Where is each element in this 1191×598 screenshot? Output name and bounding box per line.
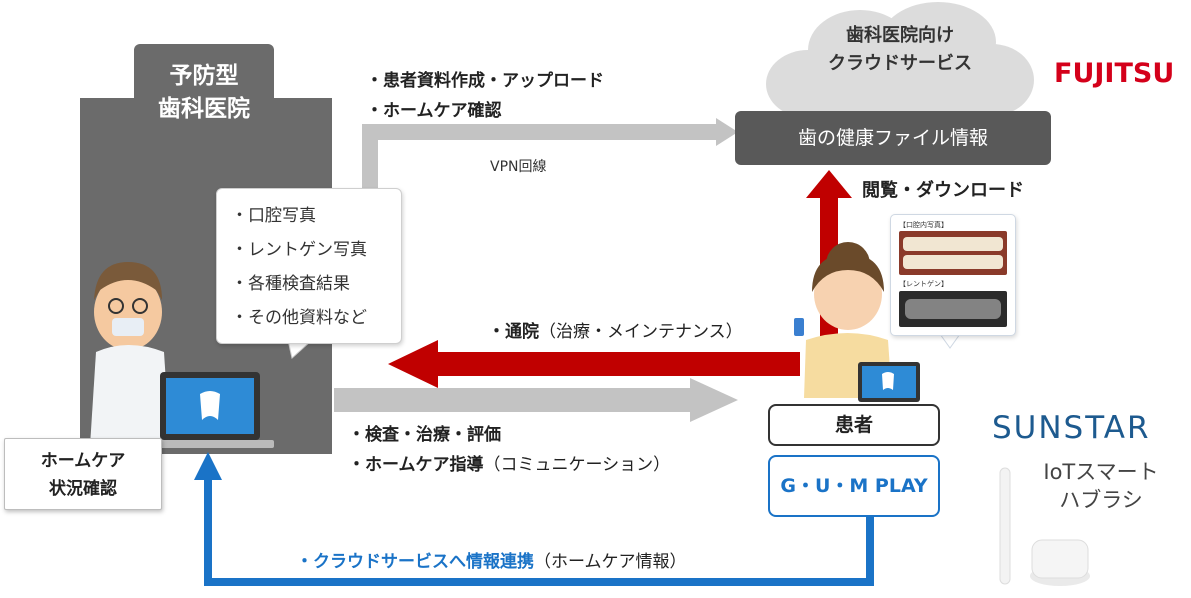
oral-photo-label: 【口腔内写真】 xyxy=(899,221,948,229)
cloud-title-line2: クラウドサービス xyxy=(828,53,972,74)
exam-note-2-bold: ・ホームケア指導 xyxy=(348,455,484,475)
dentist-laptop xyxy=(146,372,274,448)
homecare-status-line2: 状況確認 xyxy=(49,479,117,499)
cloud-link-label-rest: （ホームケア情報） xyxy=(534,552,687,572)
cloud-link-label-bold: ・クラウドサービスへ情報連携 xyxy=(296,552,534,572)
xray-card-tail xyxy=(939,333,961,349)
cloud-link-arrow-head xyxy=(194,452,222,480)
oral-photo-image xyxy=(899,231,1007,275)
visit-arrow xyxy=(388,340,800,388)
dentist-figure xyxy=(90,262,170,446)
homecare-status-line1: ホームケア xyxy=(40,451,126,471)
upload-arrow-head xyxy=(716,118,738,146)
cloud-link-arrow-path xyxy=(204,478,874,586)
visit-label: ・通院（治療・メインテナンス） xyxy=(488,317,743,342)
visit-label-rest: （治療・メインテナンス） xyxy=(539,322,743,342)
materials-bubble: ・口腔写真 ・レントゲン写真 ・各種検査結果 ・その他資料など xyxy=(216,188,402,344)
cloud-shape xyxy=(766,2,1034,128)
bubble-item-other-materials: ・その他資料など xyxy=(231,308,367,328)
xray-image xyxy=(899,291,1007,327)
cloud-title: 歯科医院向け クラウドサービス xyxy=(780,22,1020,78)
bubble-item-oral-photo: ・口腔写真 xyxy=(231,206,316,226)
exam-note-2: ・ホームケア指導（コミュニケーション） xyxy=(348,450,670,475)
exam-note-1: ・検査・治療・評価 xyxy=(348,425,501,445)
upload-note-2: ・ホームケア確認 xyxy=(366,101,502,121)
clinic-title-line1: 予防型 xyxy=(169,63,239,89)
toothbrush-product xyxy=(999,467,1090,586)
cloud-title-line1: 歯科医院向け xyxy=(846,25,954,46)
gum-play-box: G・U・M PLAY xyxy=(768,455,940,517)
homecare-status-box: ホームケア 状況確認 xyxy=(4,438,162,510)
patient-label-box: 患者 xyxy=(768,404,940,446)
clinic-title: 予防型 歯科医院 xyxy=(134,60,274,126)
sunstar-logo: SUNSTAR xyxy=(992,410,1151,446)
bubble-item-exam-results: ・各種検査結果 xyxy=(231,274,350,294)
patient-laptop xyxy=(858,362,920,402)
health-file-box: 歯の健康ファイル情報 xyxy=(735,111,1051,165)
visit-label-bold: ・通院 xyxy=(488,322,539,342)
upload-note-1: ・患者資料作成・アップロード xyxy=(366,71,604,91)
patient-figure xyxy=(794,242,892,398)
upload-arrow-path xyxy=(362,124,718,200)
browse-download-label: 閲覧・ダウンロード xyxy=(862,180,1024,201)
vpn-label: VPN回線 xyxy=(490,159,547,175)
exam-note-2-rest: （コミュニケーション） xyxy=(483,455,671,475)
iot-label-line1: IoTスマート xyxy=(1043,460,1159,484)
fujitsu-logo: FUJITSU xyxy=(1054,58,1175,89)
clinic-title-line2: 歯科医院 xyxy=(158,96,250,122)
exam-arrow xyxy=(334,378,738,422)
xray-label: 【レントゲン】 xyxy=(899,280,948,288)
iot-label-line2: ハブラシ xyxy=(1059,488,1143,512)
dental-image-card: 【口腔内写真】 【レントゲン】 xyxy=(890,214,1016,336)
iot-toothbrush-label: IoTスマート ハブラシ xyxy=(1026,458,1176,514)
cloud-link-label: ・クラウドサービスへ情報連携（ホームケア情報） xyxy=(296,547,687,572)
bubble-item-xray-photo: ・レントゲン写真 xyxy=(231,240,367,260)
